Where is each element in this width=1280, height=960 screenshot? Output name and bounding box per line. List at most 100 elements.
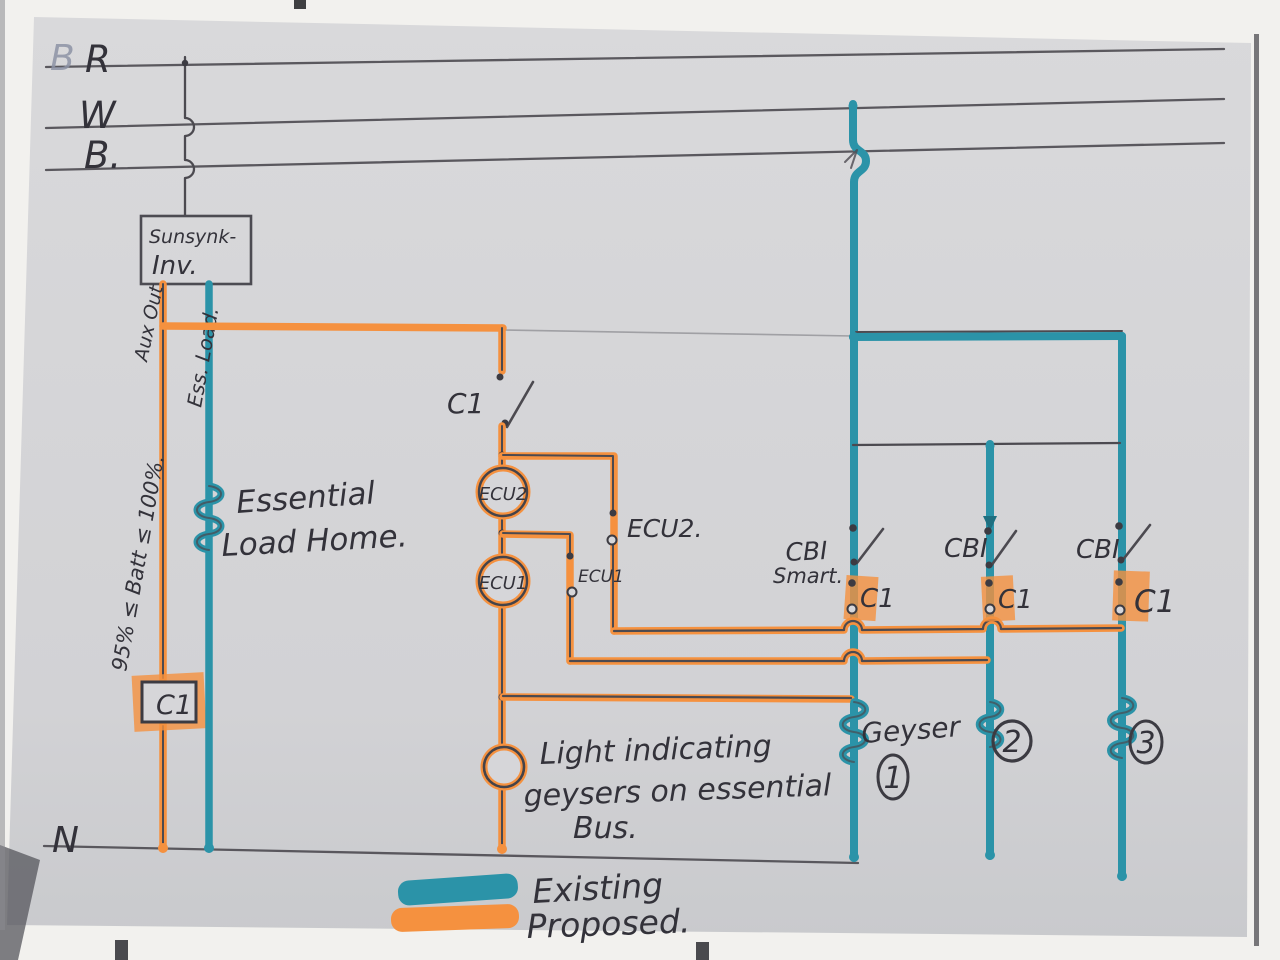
ecu1-coil-label: ECU1: [479, 573, 528, 594]
line-end: [985, 850, 995, 860]
load-element-core: [196, 485, 222, 551]
control-rail-faint: [501, 329, 854, 337]
bus-line-white: [44, 97, 1226, 130]
legend-existing-label: Existing: [531, 865, 664, 911]
control-rail-proposed: [159, 322, 507, 332]
junction-dot: [181, 59, 189, 67]
inverter-name-2: Inv.: [152, 251, 198, 281]
c1-contact-label: C1: [860, 584, 895, 614]
line-end: [497, 844, 507, 854]
geyser-label: Geyser: [860, 710, 962, 750]
feeder3-devices: CBI C1 3: [1076, 522, 1175, 765]
coil-outline: [477, 555, 529, 607]
ecu2-coil-label: ECU2: [479, 484, 528, 505]
cbi-label: CBI: [944, 534, 988, 564]
contact-dot: [985, 579, 993, 587]
ecu2-contact-label: ECU2.: [627, 514, 702, 543]
branch-core: [502, 454, 614, 631]
contact-circle: [846, 603, 858, 615]
geyser-number: 2: [1002, 725, 1021, 760]
note-line-1: Light indicating: [539, 729, 772, 772]
breaker-top-dot: [849, 524, 857, 532]
ecu1-contact-label: ECU1: [578, 567, 624, 587]
c1-contact-label: C1: [998, 585, 1033, 615]
tee-junction: [849, 332, 859, 342]
bus-label-n: N: [52, 820, 79, 861]
contact-dot: [566, 552, 574, 560]
note-line-3: Bus.: [573, 811, 638, 846]
contact-dot: [1115, 578, 1123, 586]
bus-label-faded-b: B: [50, 38, 75, 79]
bus-line-black: [44, 141, 1226, 172]
tile-gap-right: [1254, 34, 1259, 946]
geyser-element-core: [1109, 697, 1135, 759]
c1-contactor-box: [140, 680, 198, 724]
breaker-blade: [1120, 523, 1152, 563]
corner-shadow: [0, 845, 40, 960]
inverter-box: Sunsynk- Inv.: [139, 214, 253, 286]
feeder-top-core: [855, 330, 1123, 333]
breaker-blade: [989, 529, 1018, 568]
cbi-label: CBI: [1076, 535, 1120, 565]
bus-label-w: W: [79, 94, 117, 137]
arrowhead-down: [983, 516, 997, 531]
ecu1-contact-branch: ECU1: [499, 530, 991, 665]
bus-lines: [42, 47, 1226, 865]
inverter-outline: [139, 214, 253, 286]
geyser-number: 1: [883, 761, 902, 796]
run-to-geyser1-core: [501, 694, 853, 700]
geyser-element-core: [978, 701, 1002, 748]
indicator-lamp: [480, 743, 528, 791]
contact-dot: [609, 509, 617, 517]
contact-circle: [566, 586, 578, 598]
breaker-bottom-dot: [985, 561, 993, 569]
ecu1-coil: ECU1: [475, 553, 531, 609]
breaker-top-dot: [1115, 522, 1123, 530]
geyser-number-circle: [876, 753, 910, 801]
feeder1-devices: CBI Smart. C1 Geyser 1: [773, 524, 963, 801]
c1-switch-label: C1: [447, 387, 484, 420]
paper-sheet: [7, 17, 1251, 937]
breaker-blade: [855, 527, 885, 565]
tile-gap-mark: [294, 0, 306, 9]
run-core: [612, 618, 1123, 633]
cbi-label-2: Smart.: [773, 564, 843, 588]
legend-swatch-existing: [397, 873, 518, 906]
ecu2-coil: ECU2: [475, 464, 531, 520]
tile-gap-bottom-mid: [696, 942, 709, 960]
c1-contactor-label: C1: [156, 690, 192, 721]
edge-shadow: [0, 0, 5, 930]
contact-circle: [606, 534, 618, 546]
switch-top-dot: [496, 373, 504, 381]
line-end: [1117, 871, 1127, 881]
line-end: [158, 843, 168, 853]
geyser-number-circle: [991, 719, 1033, 763]
line-end: [204, 843, 214, 853]
geyser-number: 3: [1136, 726, 1155, 761]
feeder2-devices: CBI C1 2: [944, 527, 1033, 763]
contact-circle: [1114, 604, 1126, 616]
breaker-top-dot: [984, 527, 992, 535]
legend-swatch-proposed: [390, 904, 520, 932]
existing-feeder-network: [844, 100, 1127, 881]
contact-circle: [984, 603, 996, 615]
bus-line-red: [44, 47, 1226, 69]
switch-blade: [505, 380, 535, 429]
coil-outline: [477, 466, 529, 518]
feeder1-line: [849, 100, 870, 862]
hop-pencil-mark: [844, 149, 858, 169]
bus-label-r: R: [85, 38, 111, 81]
geyser-element-core: [841, 701, 867, 763]
tile-gap-bottom-left: [115, 940, 128, 960]
contact-dot: [848, 579, 856, 587]
breaker-bottom-dot: [850, 558, 858, 566]
breaker-bottom-dot: [1117, 556, 1125, 564]
line-end: [849, 852, 859, 862]
ecu2-contact-branch: ECU2.: [498, 452, 1125, 635]
inverter-name: Sunsynk-: [149, 226, 236, 248]
feeder-top-line: [849, 332, 1126, 341]
lamp-outline: [482, 745, 526, 789]
bus-line-neutral: [42, 844, 860, 865]
run-core: [568, 650, 989, 663]
branch-core: [502, 532, 571, 661]
